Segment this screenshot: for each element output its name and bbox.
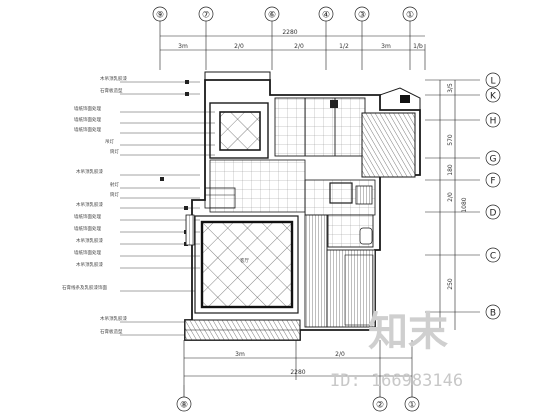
- corridor-grid: [209, 159, 376, 216]
- leader-markers: [160, 80, 189, 246]
- annotation-note: 木吊顶乳胶漆: [100, 315, 127, 322]
- axis-label-top: ⑥: [268, 11, 276, 21]
- balcony: [184, 319, 301, 341]
- right-axis-bubbles: [485, 72, 501, 320]
- watermark-brand: 知末: [368, 309, 448, 355]
- axis-label-bottom: ①: [408, 401, 416, 411]
- annotation-note: 木吊顶乳胶漆: [76, 261, 103, 268]
- top-dimension: 1/b: [413, 43, 423, 50]
- annotation-note: 木吊顶乳胶漆: [76, 237, 103, 244]
- annotation-note: 筒灯: [110, 191, 119, 198]
- living-room-ceiling: [194, 215, 299, 314]
- right-dimension: 1080: [461, 197, 468, 212]
- top-dimension-chain: [159, 28, 426, 70]
- bottom-dimension-chain: [183, 340, 413, 385]
- top-dimension: 1/2: [339, 43, 349, 50]
- axis-label-top: ④: [322, 11, 330, 21]
- leader-lines: [120, 81, 215, 336]
- annotation-note: 墙纸饰面处理: [74, 116, 101, 123]
- annotation-note: 筒灯: [110, 148, 119, 155]
- axis-label-right: C: [490, 252, 496, 262]
- axis-label-right: H: [490, 117, 497, 127]
- top-dimension: 2/0: [294, 43, 304, 50]
- entrance-block: [185, 187, 236, 246]
- master-bedroom-floor: [304, 214, 376, 328]
- right-dimension: 3/5: [447, 83, 454, 93]
- annotation-note: 墙纸饰面处理: [74, 225, 101, 232]
- axis-label-top: ③: [358, 11, 366, 21]
- axis-label-right: D: [490, 209, 497, 219]
- bottom-dimension: 3m: [235, 351, 245, 358]
- axis-label-top: ⑨: [156, 11, 164, 21]
- axis-label-right: F: [490, 177, 495, 187]
- bottom-dimension: 2/0: [335, 351, 345, 358]
- axis-label-right: K: [490, 92, 497, 102]
- kitchen-tiles: [274, 97, 366, 157]
- top-dimension: 3m: [381, 43, 391, 50]
- annotation-note: 石膏板造型: [100, 87, 123, 94]
- room-label: 客厅: [240, 257, 249, 264]
- axis-label-right: G: [490, 155, 497, 165]
- axis-label-bottom: ②: [376, 401, 384, 411]
- top-dimension: 2/0: [234, 43, 244, 50]
- axis-label-top: ⑦: [202, 11, 210, 21]
- top-total-dimension: 2280: [282, 29, 297, 36]
- annotation-note: 木吊顶乳胶漆: [76, 201, 103, 208]
- annotation-note: 石膏线条及乳胶漆饰面: [62, 284, 107, 291]
- annotation-note: 墙纸饰面处理: [74, 126, 101, 133]
- right-dimension-chain: [425, 79, 480, 330]
- annotation-note: 木吊顶乳胶漆: [76, 168, 103, 175]
- axis-label-right: B: [490, 309, 496, 319]
- bedroom-wood-floor: [361, 95, 416, 178]
- bathroom: [327, 214, 374, 248]
- axis-label-bottom: ⑧: [180, 401, 188, 411]
- axis-label-top: ①: [406, 11, 414, 21]
- annotation-note: 墙纸饰面处理: [74, 213, 101, 220]
- bottom-axis-bubbles: [176, 385, 420, 412]
- right-dimension: 180: [447, 164, 454, 176]
- dining-ceiling: [209, 102, 269, 159]
- watermark-id: ID: 166983146: [330, 371, 463, 391]
- right-dimension: 570: [447, 134, 454, 146]
- bottom-total-dimension: 2280: [290, 369, 305, 376]
- top-axis-bubbles: [152, 6, 418, 28]
- annotation-note: 墙纸饰面处理: [74, 105, 101, 112]
- annotation-note: 墙纸饰面处理: [74, 249, 101, 256]
- annotation-note: 木吊顶乳胶漆: [100, 75, 127, 82]
- axis-label-right: L: [490, 77, 495, 87]
- annotation-note: 吊灯: [105, 138, 114, 145]
- right-dimension: 2/0: [447, 192, 454, 202]
- right-dimension: 250: [447, 278, 454, 290]
- watermark: 知末 ID: 166983146: [330, 309, 463, 391]
- top-dimension: 3m: [178, 43, 188, 50]
- annotation-note: 石膏板造型: [100, 328, 123, 335]
- annotation-note: 射灯: [110, 181, 119, 188]
